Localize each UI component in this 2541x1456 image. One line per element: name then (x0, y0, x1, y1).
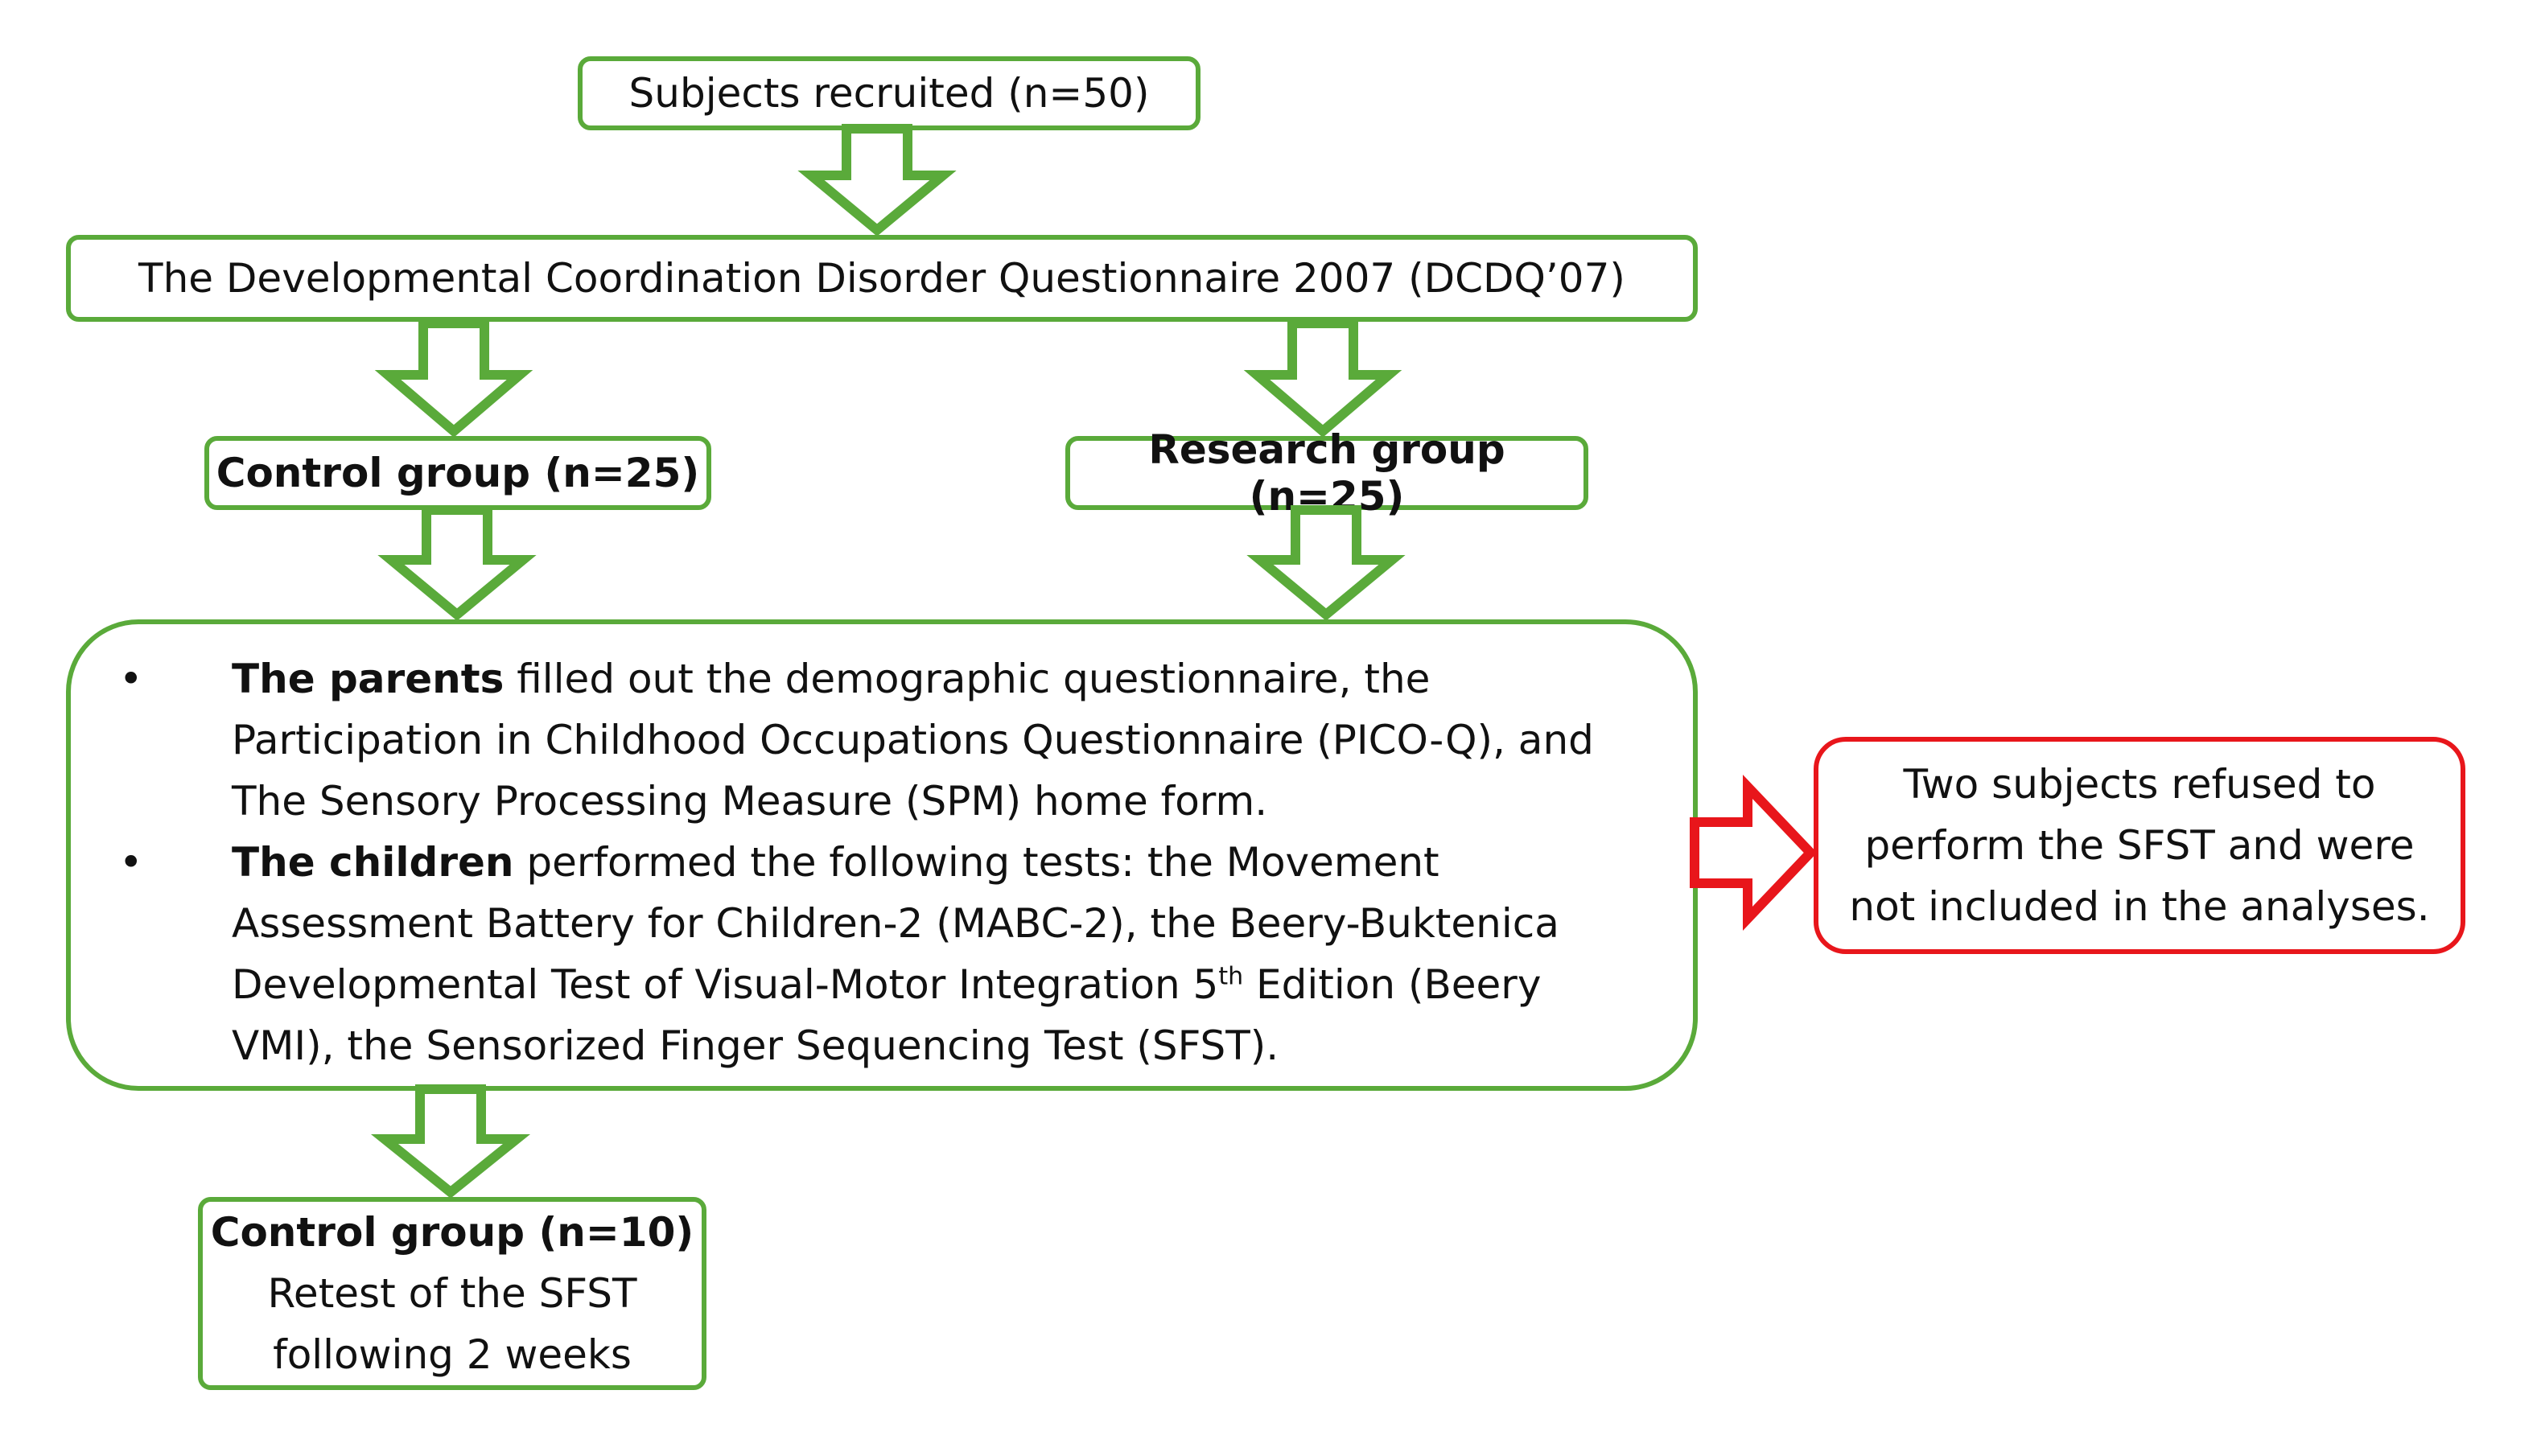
node-control-group: Control group (n=25) (204, 436, 711, 510)
node-subjects-recruited: Subjects recruited (n=50) (578, 56, 1200, 130)
node-retest: Control group (n=10) Retest of the SFST … (198, 1197, 706, 1390)
arrow-right-procedures-to-exclusion (1690, 774, 1818, 932)
children-text-2: Edition (Beery VMI), the Sensorized Fing… (232, 961, 1542, 1069)
procedures-item-parents: The parents filled out the demographic q… (119, 648, 1645, 832)
node-control-group-label: Control group (n=25) (216, 450, 700, 496)
node-retest-line2: following 2 weeks (273, 1331, 632, 1378)
node-exclusion: Two subjects refused to perform the SFST… (1814, 737, 2465, 954)
procedures-item-children: The children performed the following tes… (119, 832, 1645, 1076)
children-superscript: th (1218, 962, 1244, 991)
parents-heading: The parents (232, 656, 504, 702)
arrow-down-control-to-procedures (377, 505, 537, 621)
node-retest-line1: Retest of the SFST (267, 1270, 637, 1317)
arrow-down-dcdq-to-control (374, 319, 533, 438)
arrow-down-dcdq-to-research (1243, 319, 1402, 438)
arrow-down-recruited-to-dcdq (797, 124, 957, 236)
node-research-group-label: Research group (n=25) (1148, 426, 1505, 520)
node-research-group: Research group (n=25) (1065, 426, 1588, 520)
node-procedures: The parents filled out the demographic q… (66, 619, 1698, 1091)
children-text-1: performed the following tests: the Movem… (232, 839, 1559, 1008)
procedures-list: The parents filled out the demographic q… (119, 648, 1645, 1076)
children-heading: The children (232, 839, 514, 886)
arrow-down-research-to-procedures (1246, 505, 1406, 621)
node-exclusion-label: Two subjects refused to perform the SFST… (1849, 761, 2430, 930)
parents-text: filled out the demographic questionnaire… (232, 656, 1594, 825)
node-dcdq-label: The Developmental Coordination Disorder … (138, 255, 1625, 302)
node-retest-title: Control group (n=10) (210, 1209, 694, 1256)
node-subjects-recruited-label: Subjects recruited (n=50) (628, 70, 1150, 117)
node-dcdq: The Developmental Coordination Disorder … (66, 235, 1698, 322)
arrow-down-procedures-to-retest (370, 1084, 531, 1199)
